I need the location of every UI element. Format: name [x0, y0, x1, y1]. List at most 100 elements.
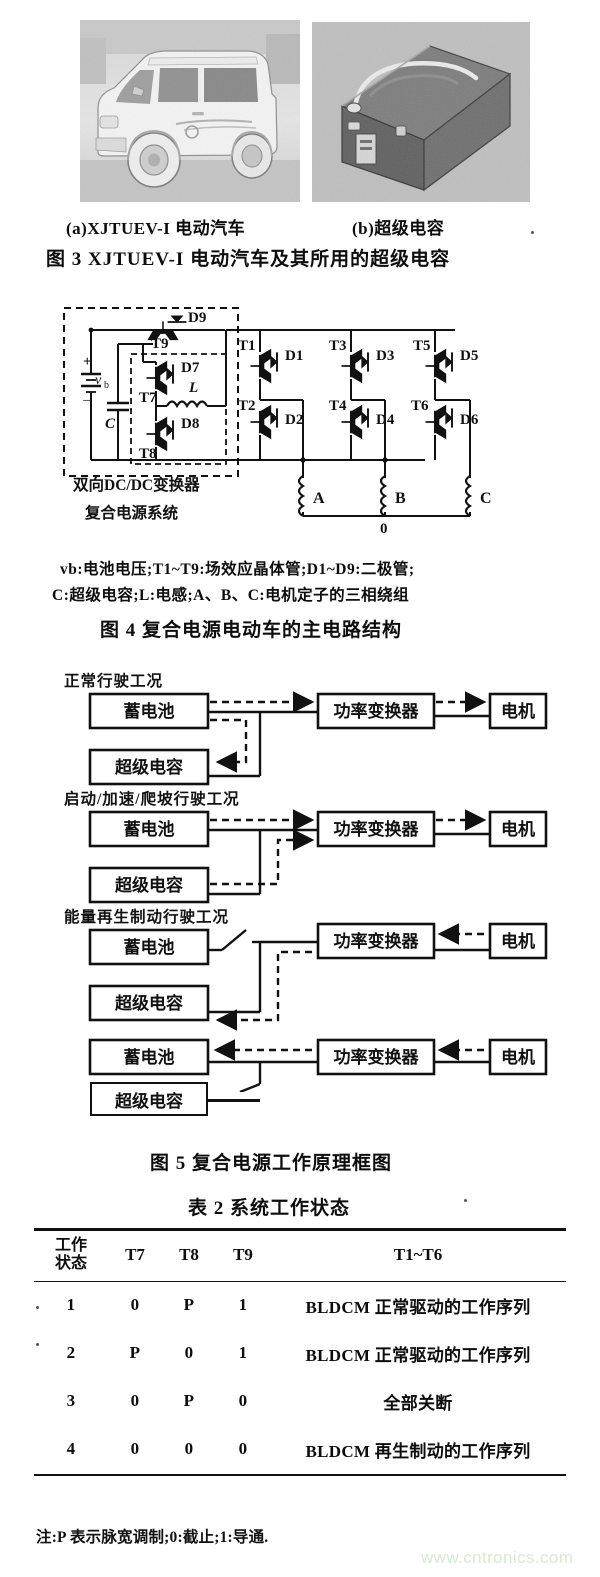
svg-text:D7: D7: [181, 360, 200, 376]
svg-text:v: v: [95, 373, 102, 388]
cell-t7: 0: [130, 1391, 140, 1411]
svg-text:L: L: [188, 380, 198, 396]
cell-t7: P: [129, 1343, 141, 1363]
svg-text:电机: 电机: [501, 931, 535, 951]
cell-t8: 0: [184, 1343, 194, 1363]
svg-text:电机: 电机: [501, 819, 535, 839]
svg-text:C: C: [105, 416, 116, 432]
figure3-subcaption-a: (a)XJTUEV-I 电动汽车: [66, 219, 246, 238]
header-working-state-line2: 状态: [54, 1254, 87, 1272]
svg-text:0: 0: [380, 521, 388, 537]
svg-text:+: +: [83, 354, 92, 370]
cell-t8: P: [183, 1391, 195, 1411]
cell-t8: P: [183, 1295, 195, 1315]
svg-text:B: B: [395, 490, 406, 507]
svg-text:T7: T7: [139, 390, 157, 406]
hybrid-power-system-label: 复合电源系统: [84, 503, 179, 522]
svg-text:T2: T2: [238, 398, 256, 414]
condition-title-3: 能量再生制动行驶工况: [64, 907, 229, 926]
figure3-subcaption-b: (b)超级电容: [352, 219, 445, 238]
svg-text:T6: T6: [411, 398, 429, 414]
svg-text:A: A: [313, 490, 325, 507]
scan-speck: [36, 1306, 39, 1309]
header-t7: T7: [108, 1228, 162, 1282]
condition-title-1: 正常行驶工况: [64, 672, 163, 690]
photo-electric-vehicle: [80, 20, 300, 202]
table-row: 4 0 0 0 BLDCM 再生制动的工作序列: [34, 1425, 566, 1476]
svg-text:T4: T4: [329, 398, 347, 414]
cell-sequence: BLDCM 正常驱动的工作序列: [305, 1297, 531, 1317]
figure5-block-diagrams: 正常行驶工况 蓄电池 超级电容 功率变换器 电机 启动/加速/爬坡行驶工况 蓄电…: [60, 672, 550, 1092]
svg-text:电机: 电机: [501, 701, 535, 721]
cell-sequence: BLDCM 再生制动的工作序列: [270, 1425, 566, 1476]
condition-title-2: 启动/加速/爬坡行驶工况: [64, 789, 240, 808]
figure4-legend-line2: C:超级电容;L:电感;A、B、C:电机定子的三相绕组: [52, 587, 410, 604]
svg-text:功率变换器: 功率变换器: [334, 819, 420, 839]
svg-text:蓄电池: 蓄电池: [124, 701, 175, 721]
svg-text:电机: 电机: [501, 1047, 535, 1067]
table2-caption: 表 2 系统工作状态: [188, 1198, 351, 1219]
connector-supercap-4: [208, 1099, 260, 1102]
svg-text:D5: D5: [460, 348, 478, 364]
scan-speck: [36, 1343, 39, 1346]
svg-text:T5: T5: [413, 338, 431, 354]
svg-text:b: b: [104, 380, 109, 391]
svg-text:D3: D3: [376, 348, 394, 364]
svg-text:超级电容: 超级电容: [115, 875, 183, 895]
figure3-caption: 图 3 XJTUEV-I 电动汽车及其所用的超级电容: [46, 249, 451, 270]
cell-t7: 0: [130, 1295, 140, 1315]
figure4-caption: 图 4 复合电源电动车的主电路结构: [100, 620, 403, 641]
svg-text:功率变换器: 功率变换器: [334, 931, 420, 951]
svg-text:T1: T1: [238, 338, 256, 354]
header-t8: T8: [162, 1228, 216, 1282]
cell-t7: 0: [108, 1425, 162, 1476]
cell-t9: 1: [238, 1343, 248, 1363]
cell-t8: 0: [162, 1425, 216, 1476]
dcdc-converter-label: 双向DC/DC变换器: [73, 475, 200, 494]
cell-sequence: BLDCM 正常驱动的工作序列: [305, 1345, 531, 1365]
site-watermark: www.cntronics.com: [421, 1548, 574, 1567]
cell-state: 2: [66, 1343, 76, 1363]
svg-text:D9: D9: [188, 310, 206, 326]
svg-text:T3: T3: [329, 338, 347, 354]
figure4-main-circuit-diagram: + v b _ C T9 D9 T7 D7 L T8 D: [55, 300, 525, 545]
svg-text:D1: D1: [285, 348, 303, 364]
svg-text:蓄电池: 蓄电池: [124, 819, 175, 839]
cell-sequence: 全部关断: [383, 1393, 453, 1413]
svg-text:T9: T9: [151, 336, 169, 352]
photo-supercapacitor: [312, 22, 530, 202]
table-row: 1 0 P 1 BLDCM 正常驱动的工作序列: [34, 1281, 566, 1330]
svg-text:T8: T8: [139, 446, 157, 462]
svg-text:超级电容: 超级电容: [115, 757, 183, 777]
header-working-state: 工作 状态: [34, 1228, 108, 1282]
svg-text:功率变换器: 功率变换器: [334, 1047, 420, 1067]
table-row: 2 P 0 1 BLDCM 正常驱动的工作序列: [34, 1330, 566, 1378]
header-t9: T9: [216, 1228, 270, 1282]
figure3-photo-row: [0, 14, 600, 204]
table2-wrapper: 工作 状态 T7 T8 T9 T1~T6 1 0 P 1 BLDCM 正常驱动的…: [34, 1228, 566, 1476]
header-t1-t6: T1~T6: [270, 1228, 566, 1282]
svg-text:功率变换器: 功率变换器: [334, 701, 420, 721]
svg-text:_: _: [82, 388, 91, 403]
svg-text:超级电容: 超级电容: [115, 993, 183, 1013]
table-header-row: 工作 状态 T7 T8 T9 T1~T6: [34, 1228, 566, 1282]
svg-text:C: C: [480, 490, 492, 507]
scan-speck: [464, 1199, 467, 1202]
figure4-legend-line1: vb:电池电压;T1~T9:场效应晶体管;D1~D9:二极管;: [60, 561, 415, 578]
svg-text:蓄电池: 蓄电池: [124, 937, 175, 957]
cell-t9: 1: [238, 1295, 248, 1315]
svg-text:蓄电池: 蓄电池: [124, 1047, 175, 1067]
figure5-caption: 图 5 复合电源工作原理框图: [150, 1153, 393, 1174]
header-working-state-line1: 工作: [54, 1237, 87, 1254]
cell-state: 1: [66, 1295, 76, 1315]
scan-speck: [531, 231, 534, 234]
block-supercapacitor-4: 超级电容: [90, 1082, 208, 1116]
cell-t9: 0: [238, 1391, 248, 1411]
table-row: 3 0 P 0 全部关断: [34, 1378, 566, 1426]
svg-text:D8: D8: [181, 416, 199, 432]
svg-text:D2: D2: [285, 412, 303, 428]
cell-t9: 0: [216, 1425, 270, 1476]
table2-footnote: 注:P 表示脉宽调制;0:截止;1:导通.: [36, 1529, 269, 1546]
table2-system-working-states: 工作 状态 T7 T8 T9 T1~T6 1 0 P 1 BLDCM 正常驱动的…: [34, 1228, 566, 1476]
cell-state: 3: [66, 1391, 76, 1411]
